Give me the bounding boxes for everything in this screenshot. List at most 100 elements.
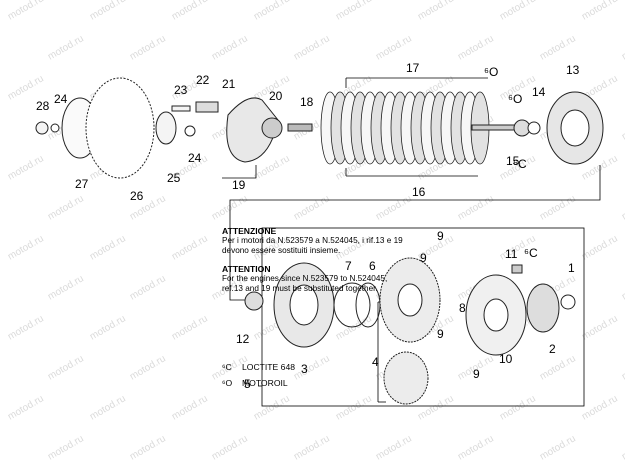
watermark-text: motod.ru: [374, 433, 414, 462]
watermark-text: motod.ru: [620, 193, 625, 222]
watermark-text: motod.ru: [456, 33, 496, 62]
callout-25: 25: [167, 171, 181, 185]
callout-9: 9: [437, 327, 444, 341]
watermark-text: motod.ru: [580, 233, 620, 262]
leader-lines: [222, 77, 601, 407]
watermark-text: motod.ru: [580, 313, 620, 342]
clutch-housing-top: [471, 91, 604, 165]
watermark-text: motod.ru: [252, 0, 292, 23]
legend-loctite-label: LOCTITE 648: [242, 362, 296, 372]
watermark-text: motod.ru: [46, 273, 86, 302]
part-24-washer: [50, 123, 60, 133]
part-7-ring: [333, 282, 371, 328]
oil-marker: ⁶O: [484, 65, 498, 79]
callout-4: 4: [372, 355, 379, 369]
callout-3: 3: [301, 362, 308, 376]
watermark-text: motod.ru: [416, 393, 456, 422]
watermark-text: motod.ru: [374, 193, 414, 222]
watermark-text: motod.ru: [128, 433, 168, 462]
watermark-text: motod.ru: [170, 313, 210, 342]
watermark-text: motod.ru: [416, 0, 456, 23]
callout-2: 2: [549, 342, 556, 356]
watermark-text: motod.ru: [46, 193, 86, 222]
part-4-gear-small: [383, 351, 429, 405]
part-1-washer: [560, 294, 576, 310]
legend-loctite: ⁶C LOCTITE 648: [222, 362, 295, 372]
callout-14: 14: [532, 85, 546, 99]
loctite-symbol: ⁶C: [222, 362, 232, 372]
watermark-text: motod.ru: [580, 393, 620, 422]
watermark-text: motod.ru: [334, 393, 374, 422]
callout-9: 9: [420, 251, 427, 265]
lower-assembly: [244, 257, 576, 405]
callout-22: 22: [196, 73, 210, 87]
watermark-text: motod.ru: [210, 433, 250, 462]
loctite-marker: ⁶C: [513, 157, 527, 171]
loctite-marker: ⁶C: [524, 246, 538, 260]
watermark-text: motod.ru: [620, 33, 625, 62]
oil-symbol: ⁶O: [222, 378, 233, 388]
callout-5: 5: [244, 377, 251, 391]
watermark-text: motod.ru: [620, 353, 625, 382]
part-shaft: [471, 124, 521, 131]
watermark-text: motod.ru: [170, 393, 210, 422]
note-heading-it: ATTENZIONE: [222, 226, 277, 236]
watermark-text: motod.ru: [170, 233, 210, 262]
part-14-washer: [527, 121, 541, 135]
callout-1: 1: [568, 261, 575, 275]
watermark-text: motod.ru: [128, 353, 168, 382]
callout-7: 7: [345, 259, 352, 273]
callout-9: 9: [473, 367, 480, 381]
part-21-pressure-plate: [226, 97, 279, 163]
watermark-text: motod.ru: [6, 0, 46, 23]
watermark-text: motod.ru: [46, 433, 86, 462]
watermark-text: motod.ru: [292, 33, 332, 62]
callout-17: 17: [406, 61, 420, 75]
part-25-disc: [155, 111, 177, 145]
watermark-text: motod.ru: [292, 353, 332, 382]
callout-18: 18: [300, 95, 314, 109]
watermark-text: motod.ru: [498, 0, 538, 23]
watermark-text: motod.ru: [292, 193, 332, 222]
watermark-text: motod.ru: [620, 273, 625, 302]
watermark-text: motod.ru: [128, 273, 168, 302]
part-24-washer-2: [184, 125, 196, 137]
callout-13: 13: [566, 63, 580, 77]
callout-12: 12: [236, 332, 250, 346]
part-28-nut: [35, 121, 49, 135]
watermark-text: motod.ru: [252, 393, 292, 422]
callout-6: 6: [369, 259, 376, 273]
note-body-it: Per i motori da N.523579 a N.524045, i r…: [222, 236, 403, 256]
attention-note: ATTENZIONE Per i motori da N.523579 a N.…: [222, 226, 404, 301]
clutch-plate-pack: [320, 91, 490, 165]
callout-28: 28: [36, 99, 50, 113]
watermark-text: motod.ru: [6, 393, 46, 422]
watermark-text: motod.ru: [456, 193, 496, 222]
watermark-text: motod.ru: [620, 433, 625, 462]
watermark-text: motod.ru: [498, 393, 538, 422]
watermark-text: motod.ru: [6, 153, 46, 182]
watermark-text: motod.ru: [580, 0, 620, 23]
watermark-text: motod.ru: [46, 33, 86, 62]
part-23-pin: [171, 105, 191, 112]
part-22-spring: [195, 101, 219, 113]
watermark-text: motod.ru: [46, 353, 86, 382]
watermark-text: motod.ru: [538, 433, 578, 462]
watermark-text: motod.ru: [88, 0, 128, 23]
watermark-text: motod.ru: [6, 313, 46, 342]
callout-27: 27: [75, 177, 89, 191]
watermark-text: motod.ru: [538, 353, 578, 382]
callout-16: 16: [412, 185, 426, 199]
callout-24: 24: [54, 92, 68, 106]
watermark-text: motod.ru: [88, 233, 128, 262]
callout-19: 19: [232, 178, 246, 192]
watermark-text: motod.ru: [538, 193, 578, 222]
callout-9: 9: [437, 229, 444, 243]
callout-26: 26: [130, 189, 144, 203]
watermark-text: motod.ru: [88, 313, 128, 342]
callout-23: 23: [174, 83, 188, 97]
part-18-pushrod: [287, 123, 313, 132]
